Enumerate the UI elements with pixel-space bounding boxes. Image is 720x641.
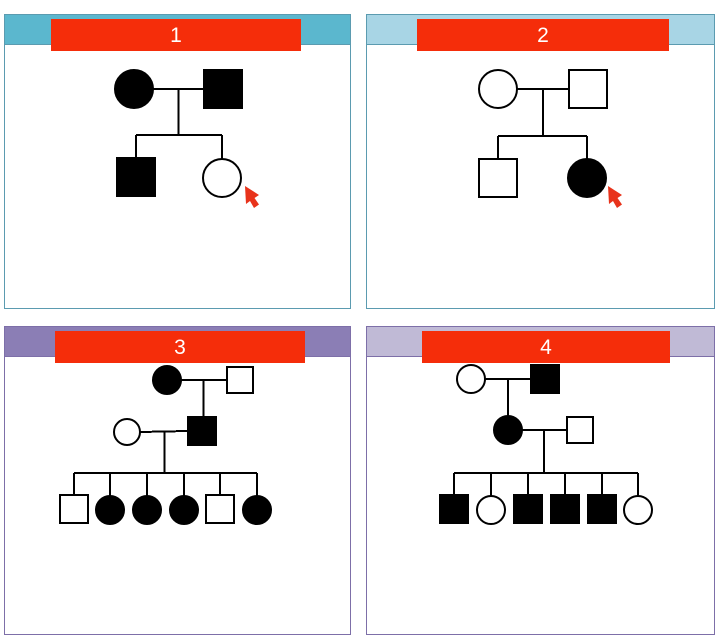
individual-III-3-female-affected[interactable] bbox=[132, 495, 162, 525]
panel-2-number: 2 bbox=[537, 23, 549, 47]
individual-II-2-female-affected[interactable] bbox=[567, 158, 607, 198]
proband-arrow-icon bbox=[245, 186, 259, 208]
pedigree-panel-4 bbox=[439, 364, 653, 525]
pedigree-panel-1[interactable]: 1 bbox=[4, 14, 351, 309]
pedigree-panel-3 bbox=[59, 365, 272, 525]
proband-arrow-icon bbox=[608, 186, 622, 208]
individual-II-1-female-unaffected[interactable] bbox=[113, 418, 141, 446]
panel-3-number: 3 bbox=[174, 335, 186, 359]
individual-III-5-male-affected[interactable] bbox=[587, 494, 617, 524]
panel-1-number: 1 bbox=[170, 23, 182, 47]
pedigree-panel-2 bbox=[478, 69, 622, 208]
individual-I-1-female-unaffected[interactable] bbox=[456, 364, 486, 394]
individual-I-2-male-unaffected[interactable] bbox=[226, 366, 254, 394]
individual-I-1-female-unaffected[interactable] bbox=[478, 69, 518, 109]
individual-II-2-female-unaffected[interactable] bbox=[202, 158, 242, 198]
individual-III-3-male-affected[interactable] bbox=[513, 494, 543, 524]
individual-III-1-male-unaffected[interactable] bbox=[59, 494, 89, 524]
panel-4-title-bar: 4 bbox=[422, 331, 670, 363]
panel-2-title-bar: 2 bbox=[417, 19, 669, 51]
panel-1-title-bar: 1 bbox=[51, 19, 301, 51]
pedigree-panel-3[interactable]: 3 bbox=[4, 326, 351, 635]
individual-III-4-female-affected[interactable] bbox=[169, 495, 199, 525]
individual-II-1-male-affected[interactable] bbox=[116, 157, 156, 197]
individual-II-2-male-affected[interactable] bbox=[187, 416, 217, 446]
individual-I-2-male-affected[interactable] bbox=[203, 69, 243, 109]
individual-I-1-female-affected[interactable] bbox=[114, 69, 154, 109]
individual-III-6-female-unaffected[interactable] bbox=[623, 495, 653, 525]
individual-I-2-male-affected[interactable] bbox=[530, 364, 560, 394]
individual-III-1-male-affected[interactable] bbox=[439, 494, 469, 524]
individual-II-2-male-unaffected[interactable] bbox=[566, 416, 594, 444]
individual-II-1-male-unaffected[interactable] bbox=[478, 158, 518, 198]
mating-line-gen2 bbox=[139, 430, 189, 433]
pedigree-panel-1 bbox=[114, 69, 259, 208]
individual-III-5-male-unaffected[interactable] bbox=[205, 494, 235, 524]
individual-II-1-female-affected[interactable] bbox=[493, 415, 523, 445]
individual-III-6-female-affected[interactable] bbox=[242, 495, 272, 525]
individual-III-4-male-affected[interactable] bbox=[550, 494, 580, 524]
individual-III-2-female-unaffected[interactable] bbox=[476, 495, 506, 525]
individual-I-1-female-affected[interactable] bbox=[152, 365, 182, 395]
panel-4-number: 4 bbox=[540, 335, 552, 359]
panel-3-title-bar: 3 bbox=[55, 331, 305, 363]
individual-III-2-female-affected[interactable] bbox=[95, 495, 125, 525]
individual-I-2-male-unaffected[interactable] bbox=[568, 69, 608, 109]
